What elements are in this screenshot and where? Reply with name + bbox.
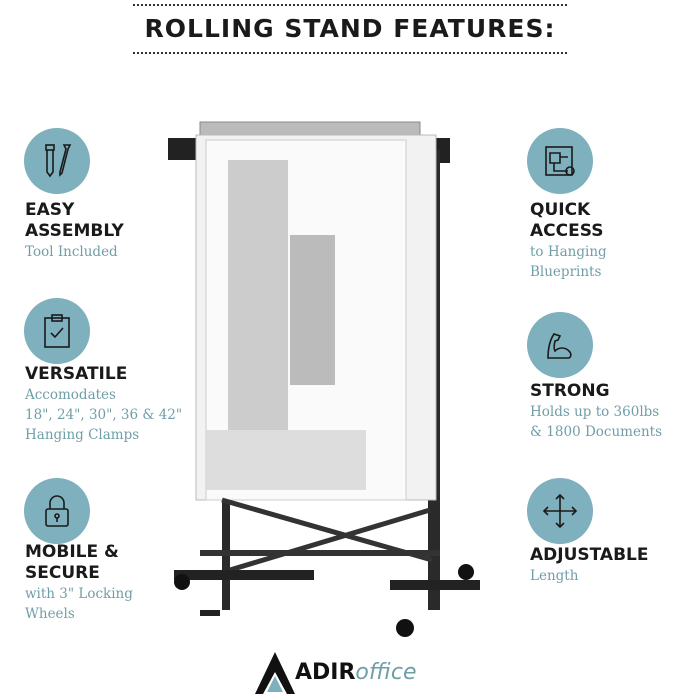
- feature-heading: VERSATILE: [25, 364, 128, 384]
- feature-subtext: Tool Included: [25, 244, 118, 260]
- feature-quick-access: QUICK ACCESS to Hanging Blueprints: [530, 200, 607, 282]
- feature-heading: SECURE: [25, 563, 100, 583]
- feature-heading: ACCESS: [530, 221, 604, 241]
- feature-heading: ASSEMBLY: [25, 221, 124, 241]
- logo-text-light: office: [355, 659, 417, 685]
- feature-heading: QUICK: [530, 200, 591, 220]
- muscle-icon: [527, 312, 593, 378]
- feature-subtext: Blueprints: [530, 264, 602, 280]
- arrows-icon: [527, 478, 593, 544]
- lock-icon: [24, 478, 90, 544]
- rolling-stand-image: [168, 121, 480, 637]
- feature-subtext: Wheels: [25, 606, 75, 622]
- tools-icon: [24, 128, 90, 194]
- feature-heading: MOBILE &: [25, 542, 119, 562]
- feature-strong: STRONG Holds up to 360lbs & 1800 Documen…: [530, 381, 662, 442]
- clipboard-icon: [24, 298, 90, 364]
- feature-heading: EASY: [25, 200, 75, 220]
- feature-mobile-secure: MOBILE & SECURE with 3" Locking Wheels: [25, 542, 133, 624]
- page-title: ROLLING STAND FEATURES:: [144, 14, 556, 43]
- logo-mark-icon: [255, 652, 295, 694]
- feature-subtext: Holds up to 360lbs: [530, 404, 660, 420]
- feature-subtext: Length: [530, 568, 579, 584]
- feature-subtext: with 3" Locking: [25, 586, 133, 602]
- feature-subtext: to Hanging: [530, 244, 607, 260]
- feature-subtext: Accomodates: [25, 387, 116, 403]
- feature-versatile: VERSATILE Accomodates 18", 24", 30", 36 …: [25, 364, 182, 445]
- feature-adjustable: ADJUSTABLE Length: [530, 545, 648, 586]
- feature-subtext: Hanging Clamps: [25, 427, 140, 443]
- divider-bottom: [133, 52, 567, 54]
- divider-top: [133, 4, 567, 6]
- feature-easy-assembly: EASY ASSEMBLY Tool Included: [25, 200, 124, 262]
- feature-subtext: 18", 24", 30", 36 & 42": [25, 407, 183, 423]
- feature-subtext: & 1800 Documents: [530, 424, 663, 440]
- feature-heading: ADJUSTABLE: [530, 545, 649, 565]
- feature-heading: STRONG: [530, 381, 610, 401]
- blueprint-icon: [527, 128, 593, 194]
- logo-text-bold: ADIR: [295, 659, 356, 685]
